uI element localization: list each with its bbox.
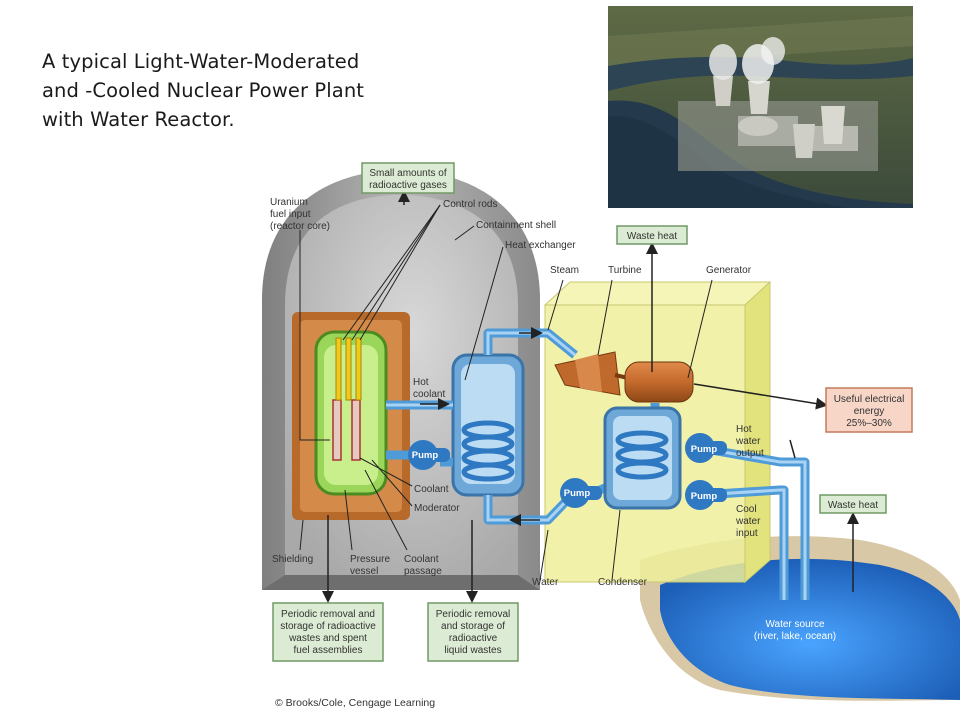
- label-pressure-vessel: Pressure vessel: [350, 554, 390, 577]
- control-rod: [345, 337, 352, 401]
- svg-text:input: input: [736, 528, 758, 539]
- box-waste-heat-right: Waste heat: [819, 494, 887, 514]
- title-line-3: with Water Reactor.: [42, 108, 235, 131]
- pump: Pump: [685, 433, 727, 463]
- svg-text:and storage of: and storage of: [441, 621, 505, 632]
- box-liquid-radioactive-wastes: Periodic removal and storage of radioact…: [427, 602, 519, 662]
- slide-title: A typical Light-Water-Moderated and -Coo…: [42, 47, 382, 134]
- svg-text:wastes and spent: wastes and spent: [288, 633, 367, 644]
- power-plant-aerial-photo: [608, 6, 913, 208]
- box-radioactive-gases: Small amounts of radioactive gases: [361, 162, 455, 194]
- label-uranium-fuel-input: Uranium fuel input (reactor core): [270, 197, 330, 232]
- svg-text:Waste heat: Waste heat: [627, 231, 677, 242]
- svg-text:coolant: coolant: [413, 389, 445, 400]
- label-steam: Steam: [550, 265, 579, 276]
- svg-text:Useful electrical: Useful electrical: [834, 394, 905, 405]
- control-rod: [335, 337, 342, 401]
- pump-label: Pump: [564, 488, 591, 499]
- title-line-1: A typical Light-Water-Moderated: [42, 50, 360, 73]
- svg-text:Periodic removal and: Periodic removal and: [281, 609, 375, 620]
- svg-text:Water source: Water source: [765, 619, 825, 630]
- label-moderator: Moderator: [414, 503, 460, 514]
- box-solid-radioactive-wastes: Periodic removal and storage of radioact…: [272, 602, 384, 662]
- pump: Pump: [685, 480, 727, 510]
- label-water: Water: [532, 577, 559, 588]
- svg-text:Uranium: Uranium: [270, 197, 308, 208]
- svg-text:Hot: Hot: [413, 377, 429, 388]
- svg-text:storage of radioactive: storage of radioactive: [280, 621, 376, 632]
- pump-label: Pump: [691, 491, 718, 502]
- svg-text:Periodic removal: Periodic removal: [436, 609, 510, 620]
- svg-text:(reactor core): (reactor core): [270, 221, 330, 232]
- control-rod: [355, 337, 362, 401]
- svg-text:25%–30%: 25%–30%: [846, 418, 892, 429]
- pump: Pump: [408, 440, 450, 470]
- generator: [624, 361, 694, 403]
- svg-text:fuel input: fuel input: [270, 209, 311, 220]
- label-heat-exchanger: Heat exchanger: [505, 240, 576, 251]
- svg-text:water: water: [735, 516, 761, 527]
- title-line-2: and -Cooled Nuclear Power Plant: [42, 79, 365, 102]
- box-waste-heat-top: Waste heat: [616, 225, 688, 245]
- svg-text:radioactive: radioactive: [449, 633, 498, 644]
- label-hot-coolant: Hot coolant: [413, 377, 445, 400]
- copyright-credit: © Brooks/Cole, Cengage Learning: [275, 697, 436, 709]
- label-containment-shell: Containment shell: [476, 220, 556, 231]
- pump: Pump: [560, 478, 602, 508]
- label-cool-water-input: Cool water input: [735, 504, 761, 539]
- label-water-source: Water source (river, lake, ocean): [754, 619, 836, 642]
- svg-text:output: output: [736, 448, 764, 459]
- svg-text:fuel assemblies: fuel assemblies: [294, 645, 363, 656]
- svg-text:passage: passage: [404, 566, 442, 577]
- svg-text:(river, lake, ocean): (river, lake, ocean): [754, 631, 836, 642]
- label-turbine: Turbine: [608, 265, 642, 276]
- label-control-rods: Control rods: [443, 199, 497, 210]
- svg-text:water: water: [735, 436, 761, 447]
- label-hot-water-output: Hot water output: [735, 424, 764, 459]
- svg-text:vessel: vessel: [350, 566, 378, 577]
- svg-text:Coolant: Coolant: [404, 554, 439, 565]
- svg-text:liquid wastes: liquid wastes: [444, 645, 501, 656]
- svg-text:Pressure: Pressure: [350, 554, 390, 565]
- label-coolant: Coolant: [414, 484, 449, 495]
- label-shielding: Shielding: [272, 554, 313, 565]
- label-coolant-passage: Coolant passage: [404, 554, 442, 577]
- label-generator: Generator: [706, 265, 752, 276]
- svg-text:Hot: Hot: [736, 424, 752, 435]
- svg-text:Small amounts of: Small amounts of: [369, 168, 446, 179]
- svg-text:radioactive gases: radioactive gases: [369, 180, 447, 191]
- svg-text:Waste heat: Waste heat: [828, 500, 878, 511]
- pump-label: Pump: [691, 444, 718, 455]
- svg-text:Cool: Cool: [736, 504, 757, 515]
- svg-text:energy: energy: [854, 406, 885, 417]
- label-condenser: Condenser: [598, 577, 648, 588]
- box-useful-electrical-energy: Useful electrical energy 25%–30%: [825, 387, 913, 433]
- pump-label: Pump: [412, 450, 439, 461]
